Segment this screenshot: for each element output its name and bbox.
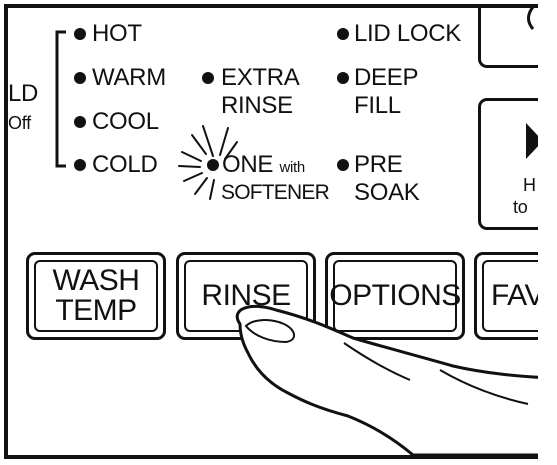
finger-press-icon	[235, 305, 538, 455]
one-with-softener-label-line1: ONE with	[222, 151, 305, 182]
warm-label: WARM	[92, 64, 166, 91]
fav-button-frame	[482, 260, 538, 332]
extra-rinse-indicator-dot	[202, 72, 214, 84]
hot-label: HOT	[92, 20, 142, 47]
play-icon	[526, 123, 538, 159]
cool-label: COOL	[92, 108, 159, 135]
partial-label-line2: Off	[8, 113, 31, 133]
one-with-softener-label-line2: SOFTENER	[221, 181, 330, 204]
start-button-label-line1: H	[523, 175, 536, 195]
fav-button-label: FAV	[491, 279, 538, 312]
extra-rinse-label-line1: EXTRA	[221, 64, 300, 91]
pre-soak-label-line1: PRE	[354, 151, 403, 178]
control-panel: LD Off HOT WARM COOL COLD EXTRA RINSE ON…	[4, 4, 538, 459]
start-button-partial[interactable]: H to	[478, 98, 538, 230]
wash-temp-button-frame	[34, 260, 158, 332]
deep-fill-label-line1: DEEP	[354, 64, 419, 91]
partial-label-line1: LD	[8, 80, 39, 107]
wash-temp-button[interactable]: WASH TEMP	[26, 252, 166, 340]
extra-rinse-label-line2: RINSE	[221, 92, 293, 119]
pre-soak-indicator-dot	[337, 159, 349, 171]
led-blinking-icon	[178, 125, 238, 200]
options-button[interactable]: OPTIONS	[325, 252, 465, 340]
one-label: ONE	[222, 151, 274, 178]
deep-fill-label-line2: FILL	[354, 92, 401, 119]
options-button-frame	[333, 260, 457, 332]
one-with-softener-indicator-dot	[207, 159, 219, 171]
lid-lock-label: LID LOCK	[354, 20, 461, 47]
knob-edge-icon	[527, 8, 535, 30]
cool-indicator-dot	[74, 116, 86, 128]
wash-temp-button-label: WASH TEMP	[52, 264, 140, 327]
pre-soak-label-line2: SOAK	[354, 179, 420, 206]
wash-temp-bracket	[55, 30, 66, 168]
hot-indicator-dot	[74, 28, 86, 40]
warm-indicator-dot	[74, 72, 86, 84]
with-label: with	[279, 159, 305, 176]
start-button-label-line2: to	[513, 197, 528, 217]
options-button-label: OPTIONS	[329, 279, 461, 312]
fav-button-partial[interactable]: FAV	[474, 252, 538, 340]
deep-fill-indicator-dot	[337, 72, 349, 84]
top-right-control-box[interactable]	[478, 8, 538, 68]
rinse-button-label: RINSE	[201, 279, 291, 312]
lid-lock-indicator-dot	[337, 28, 349, 40]
cold-label: COLD	[92, 151, 158, 178]
cold-indicator-dot	[74, 159, 86, 171]
